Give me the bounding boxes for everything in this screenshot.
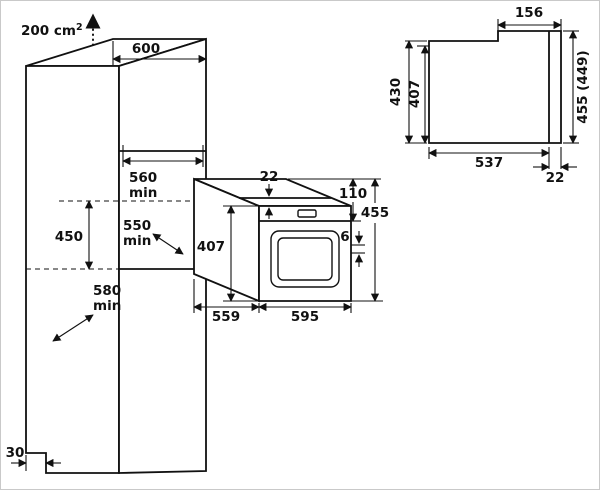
ventilation-area-label: 200 cm2	[21, 22, 83, 39]
dim-580-arrow	[52, 314, 94, 342]
oven-frame-overlap-label: 22	[260, 169, 279, 185]
built-in-oven	[193, 177, 352, 303]
oven-total-height-label: 455	[361, 205, 389, 221]
cabinet-dimensions: 600 560 min 450 550 min 580 min 30	[6, 41, 207, 471]
niche-width-label: 560	[129, 170, 157, 186]
dim-550-arrow	[152, 233, 184, 255]
installation-depth-label: 580	[93, 283, 121, 299]
side-view-frame-depth-label: 22	[546, 170, 565, 186]
ventilation-area-value: 200 cm	[21, 23, 76, 39]
niche-height-label: 450	[55, 229, 83, 245]
cabinet-top-width-label: 600	[132, 41, 160, 57]
niche-depth-min-label: min	[123, 233, 151, 249]
side-view-dimensions: 156 430 407 455 (449) 537 22	[388, 5, 591, 186]
oven-gap-label: 6	[340, 229, 349, 245]
oven-door-window-inner	[277, 237, 333, 281]
niche-depth-label: 550	[123, 218, 151, 234]
oven-width-label: 595	[291, 309, 319, 325]
ventilation-annotation: 200 cm2	[21, 13, 101, 46]
oven-depth-label: 559	[212, 309, 240, 325]
oven-panel-height-label: 110	[339, 186, 367, 202]
side-view-inner-height-label: 407	[407, 80, 423, 108]
niche-width-min-label: min	[129, 185, 157, 201]
side-view-body-height-label: 430	[388, 78, 404, 106]
oven-display	[297, 209, 317, 218]
side-view-recess-label: 156	[515, 5, 543, 21]
tall-cabinet	[25, 37, 207, 474]
side-view-outline	[428, 30, 562, 144]
cabinet-front-face	[118, 37, 207, 474]
side-view-total-height-label: 455 (449)	[575, 50, 591, 123]
installation-depth-min-label: min	[93, 298, 121, 314]
oven-dimensions: 22 110 455 6 407 559 595	[193, 169, 389, 325]
plinth-gap-label: 30	[6, 445, 25, 461]
side-view-depth-label: 537	[475, 155, 503, 171]
oven-side-view	[428, 30, 562, 144]
oven-body-height-label: 407	[197, 239, 225, 255]
ventilation-area-exponent: 2	[76, 22, 83, 33]
